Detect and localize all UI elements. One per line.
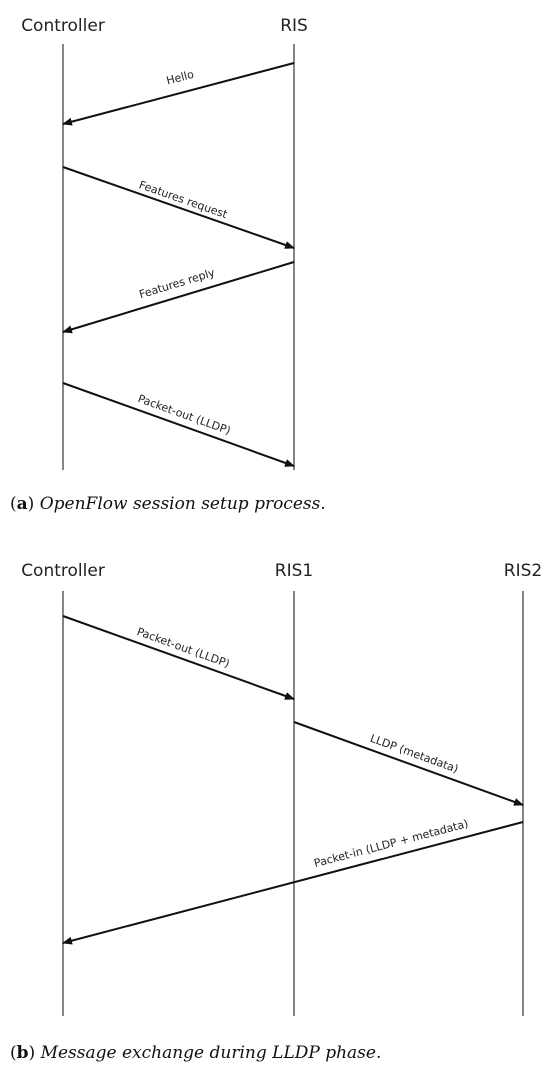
message-arrow-hello — [62, 62, 295, 126]
message-label-hello: Hello — [165, 68, 196, 88]
caption-a-paren-open: ( — [10, 494, 17, 514]
caption-b-paren-close: ) — [28, 1043, 41, 1063]
message-arrow-features-reply — [62, 261, 295, 334]
participant-controller-a: Controller — [21, 16, 105, 36]
participant-ris-a: RIS — [280, 16, 308, 36]
participant-ris1-b: RIS1 — [275, 561, 313, 581]
caption-a-paren-close: ) — [27, 494, 40, 514]
message-arrow-features-request — [62, 166, 295, 249]
participant-ris2-b: RIS2 — [504, 561, 542, 581]
message-arrow-lldp-metadata — [293, 721, 524, 806]
participant-controller-b: Controller — [21, 561, 105, 581]
message-label-features-request: Features request — [137, 178, 229, 221]
caption-a-tag: a — [16, 494, 28, 514]
caption-b: (b) Message exchange during LLDP phase. — [10, 1043, 381, 1063]
caption-a: (a) OpenFlow session setup process. — [10, 494, 326, 514]
message-label-packet-in: Packet-in (LLDP + metadata) — [313, 817, 470, 870]
caption-b-tag: b — [16, 1043, 29, 1063]
diagram-a: Controller RIS Hello Features request Fe… — [21, 16, 308, 470]
message-label-features-reply: Features reply — [138, 266, 217, 301]
caption-b-paren-open: ( — [10, 1043, 17, 1063]
caption-b-text: Message exchange during LLDP phase. — [40, 1043, 382, 1063]
message-arrow-packet-out-a — [62, 382, 295, 467]
message-arrow-packet-out-b — [62, 615, 295, 700]
message-arrow-packet-in — [62, 821, 524, 945]
caption-a-text: OpenFlow session setup process. — [39, 494, 326, 514]
diagram-b: Controller RIS1 RIS2 Packet-out (LLDP) L… — [21, 561, 542, 1016]
